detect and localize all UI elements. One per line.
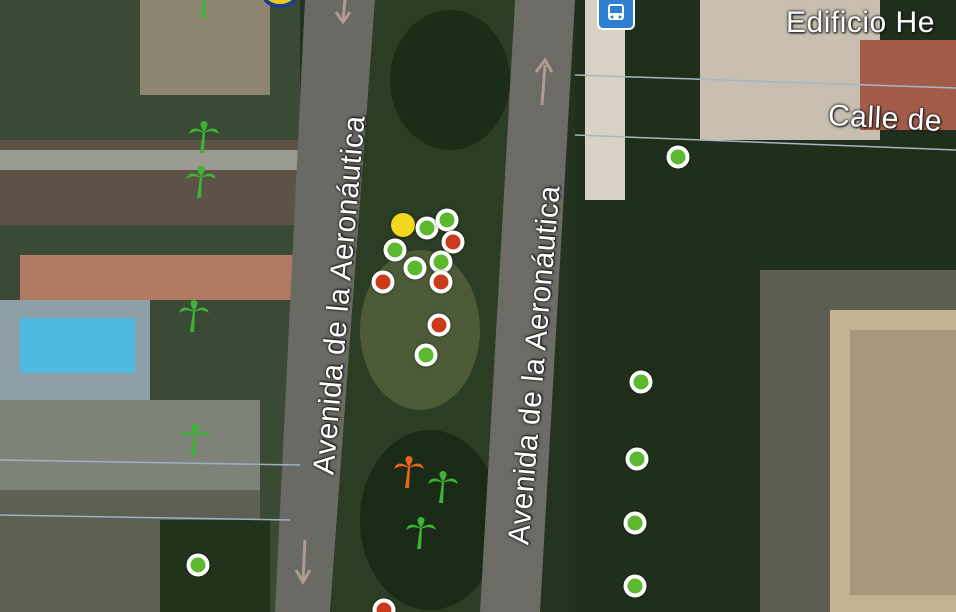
bus-stop-icon[interactable] — [597, 0, 635, 30]
tree-marker-selected[interactable] — [391, 213, 415, 237]
tree-marker-green[interactable] — [435, 208, 459, 232]
palm-tree-icon[interactable] — [177, 299, 211, 333]
tree-marker-green[interactable] — [629, 370, 653, 394]
tree-marker-red[interactable] — [372, 598, 396, 612]
tree-marker-green[interactable] — [625, 447, 649, 471]
palm-tree-icon[interactable] — [404, 516, 438, 550]
tree-marker-green[interactable] — [623, 574, 647, 598]
tree-marker-green[interactable] — [186, 553, 210, 577]
tree-marker-red[interactable] — [429, 270, 453, 294]
tree-marker-green[interactable] — [403, 256, 427, 280]
tree-marker-green[interactable] — [415, 216, 439, 240]
palm-tree-icon-orange[interactable] — [392, 455, 426, 489]
street-label-edificio: Edificio He — [786, 6, 935, 39]
tree-marker-green[interactable] — [414, 343, 438, 367]
palm-tree-icon[interactable] — [187, 120, 221, 154]
palm-tree-icon[interactable] — [184, 165, 218, 199]
tree-marker-green[interactable] — [623, 511, 647, 535]
palm-tree-icon[interactable] — [178, 423, 212, 457]
street-label-calle: Calle de — [827, 99, 943, 138]
tree-marker-green[interactable] — [383, 238, 407, 262]
bus-icon — [608, 4, 624, 20]
tree-marker-red[interactable] — [427, 313, 451, 337]
tree-marker-red[interactable] — [371, 270, 395, 294]
palm-tree-icon[interactable] — [426, 470, 460, 504]
palm-tree-icon[interactable] — [188, 0, 222, 19]
tree-marker-red[interactable] — [441, 230, 465, 254]
tree-marker-green[interactable] — [666, 145, 690, 169]
